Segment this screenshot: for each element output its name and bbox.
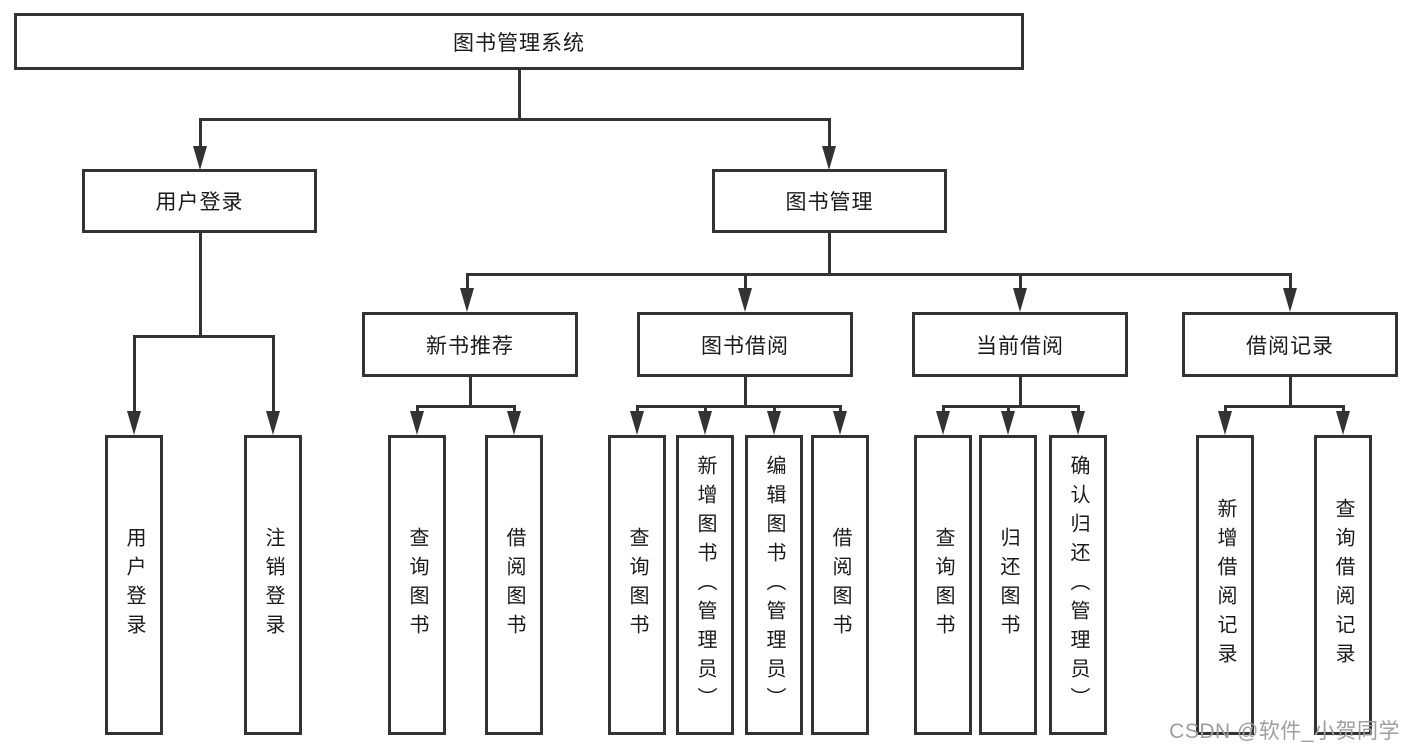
arrowhead-down-icon: [833, 411, 847, 435]
leaf-label: 查询图书: [626, 527, 648, 643]
leaf-label: 用户登录: [123, 527, 145, 643]
connector-split: [133, 335, 275, 338]
connector-root-split: [199, 118, 831, 121]
leaf-add-books-admin: 新增图书（管理员）: [676, 435, 734, 735]
connector-drop: [1077, 405, 1080, 415]
arrowhead-down-icon: [822, 146, 836, 170]
connector-drop: [1342, 405, 1345, 415]
leaf-label: 归还图书: [997, 527, 1019, 643]
leaf-query-books-recommend: 查询图书: [388, 435, 446, 735]
node-label: 当前借阅: [976, 334, 1064, 358]
watermark: CSDN @软件_小贺同学: [1169, 720, 1400, 743]
connector-stem: [469, 377, 472, 407]
connector-drop: [1019, 273, 1022, 291]
connector-drop: [942, 405, 945, 415]
connector-drop: [416, 405, 419, 415]
node-user-login: 用户登录: [82, 169, 317, 233]
node-label: 新书推荐: [426, 334, 514, 358]
connector-stem: [744, 377, 747, 407]
arrowhead-down-icon: [1218, 411, 1232, 435]
connector-drop: [466, 273, 469, 291]
connector-drop: [828, 118, 831, 148]
arrowhead-down-icon: [698, 411, 712, 435]
node-book-borrowing: 图书借阅: [637, 312, 853, 377]
arrowhead-down-icon: [1336, 411, 1350, 435]
leaf-label: 确认归还（管理员）: [1067, 454, 1089, 716]
connector-drop: [744, 273, 747, 291]
leaf-label: 注销登录: [262, 527, 284, 643]
arrowhead-down-icon: [507, 411, 521, 435]
node-borrowing-records: 借阅记录: [1182, 312, 1398, 377]
connector-drop: [773, 405, 776, 415]
connector-drop: [513, 405, 516, 415]
connector-drop: [133, 335, 136, 415]
arrowhead-down-icon: [630, 411, 644, 435]
node-label: 用户登录: [155, 191, 244, 214]
leaf-label: 编辑图书（管理员）: [763, 454, 785, 716]
arrowhead-down-icon: [1071, 411, 1085, 435]
leaf-query-books-borrowing: 查询图书: [608, 435, 666, 735]
leaf-label: 借阅图书: [829, 527, 851, 643]
leaf-logout: 注销登录: [244, 435, 302, 735]
leaf-label: 查询图书: [406, 527, 428, 643]
node-label: 图书管理系统: [453, 31, 585, 55]
arrowhead-down-icon: [127, 411, 141, 435]
connector-drop: [704, 405, 707, 415]
leaf-label: 查询借阅记录: [1332, 498, 1354, 672]
connector-drop: [1289, 273, 1292, 291]
node-new-book-recommendation: 新书推荐: [362, 312, 578, 377]
leaf-query-books-current: 查询图书: [914, 435, 972, 735]
arrowhead-down-icon: [936, 411, 950, 435]
connector-split: [416, 405, 516, 408]
connector-split: [466, 273, 1292, 276]
node-library-management-system: 图书管理系统: [14, 13, 1024, 70]
leaf-user-login: 用户登录: [105, 435, 163, 735]
leaf-label: 新增图书（管理员）: [694, 454, 716, 716]
leaf-add-borrow-record: 新增借阅记录: [1196, 435, 1254, 735]
arrowhead-down-icon: [266, 411, 280, 435]
leaf-edit-books-admin: 编辑图书（管理员）: [745, 435, 803, 735]
leaf-label: 查询图书: [932, 527, 954, 643]
connector-stem: [1019, 377, 1022, 407]
connector-split: [942, 405, 1080, 408]
leaf-borrow-books: 借阅图书: [811, 435, 869, 735]
node-current-borrowing: 当前借阅: [912, 312, 1128, 377]
node-label: 图书管理: [785, 191, 874, 214]
leaf-borrow-books-recommend: 借阅图书: [485, 435, 543, 735]
node-label: 图书借阅: [701, 334, 789, 358]
leaf-label: 新增借阅记录: [1214, 498, 1236, 672]
leaf-label: 借阅图书: [503, 527, 525, 643]
arrowhead-down-icon: [1283, 288, 1297, 312]
arrowhead-down-icon: [460, 288, 474, 312]
arrowhead-down-icon: [193, 146, 207, 170]
connector-root-stem: [518, 70, 521, 120]
connector-drop: [1007, 405, 1010, 415]
connector-drop: [1224, 405, 1227, 415]
arrowhead-down-icon: [410, 411, 424, 435]
arrowhead-down-icon: [1013, 288, 1027, 312]
arrowhead-down-icon: [1001, 411, 1015, 435]
connector-drop: [199, 118, 202, 148]
connector-split: [1224, 405, 1345, 408]
leaf-return-books: 归还图书: [979, 435, 1037, 735]
arrowhead-down-icon: [767, 411, 781, 435]
connector-stem: [1289, 377, 1292, 407]
leaf-confirm-return-admin: 确认归还（管理员）: [1049, 435, 1107, 735]
connector-drop: [272, 335, 275, 415]
node-label: 借阅记录: [1246, 334, 1334, 358]
connector-drop: [839, 405, 842, 415]
arrowhead-down-icon: [738, 288, 752, 312]
leaf-query-borrow-record: 查询借阅记录: [1314, 435, 1372, 735]
connector-stem: [199, 233, 202, 337]
connector-split: [636, 405, 842, 408]
node-book-management: 图书管理: [712, 169, 947, 233]
connector-drop: [636, 405, 639, 415]
connector-stem: [828, 233, 831, 275]
